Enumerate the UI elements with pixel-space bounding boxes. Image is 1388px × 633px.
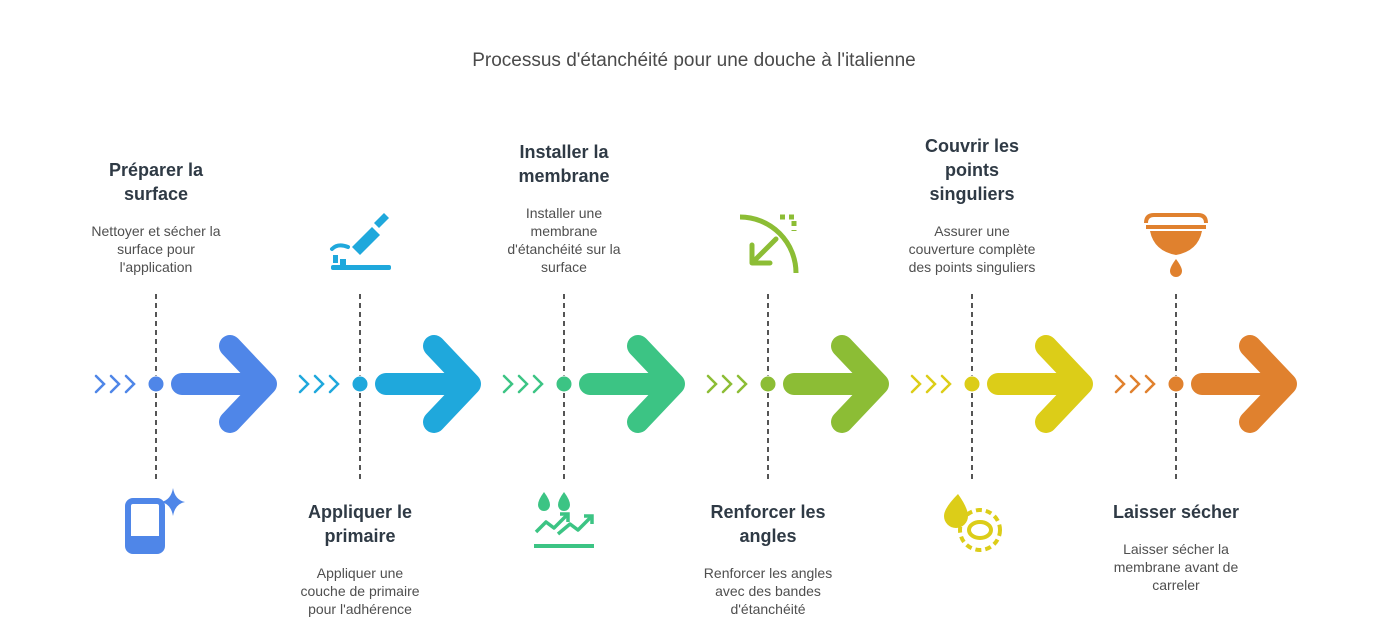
- step-description: Nettoyer et sécher la surface pour l'appli…: [91, 223, 220, 275]
- chevron-icon: [721, 374, 733, 394]
- step-title: Installer la membrane: [518, 142, 609, 186]
- step-description-line: des points singuliers: [909, 259, 1036, 275]
- chevron-icon: [298, 374, 310, 394]
- step-dot: [963, 375, 981, 393]
- chevron-icon: [1114, 374, 1126, 394]
- step-dot: [555, 375, 573, 393]
- step-title-line: primaire: [324, 526, 395, 546]
- step-title-line: Renforcer les: [710, 502, 825, 522]
- chevron-icon: [94, 374, 106, 394]
- glue-tube-icon: [330, 213, 391, 270]
- step-title: Préparer la surface: [109, 160, 204, 204]
- step-description-line: Installer une: [526, 205, 602, 221]
- chevron-icon: [910, 374, 922, 394]
- diagram-title: Processus d'étanchéité pour une douche à…: [472, 50, 916, 71]
- step-dot: [351, 375, 369, 393]
- step-description-line: membrane avant de: [1114, 559, 1239, 575]
- step-dot: [147, 375, 165, 393]
- step-title-line: Laisser sécher: [1113, 502, 1239, 522]
- step-title-line: Préparer la: [109, 160, 204, 180]
- chevron-icon: [706, 374, 718, 394]
- step-title-line: angles: [739, 526, 796, 546]
- step-description: Laisser sécher la membrane avant de carrel…: [1114, 541, 1239, 593]
- arrow-right-icon: [1191, 335, 1297, 433]
- arrow-right-icon: [375, 335, 481, 433]
- arrow-right-icon: [783, 335, 889, 433]
- chevron-icon: [532, 374, 544, 394]
- step-description-line: Appliquer une: [317, 565, 404, 581]
- step-title-line: Installer la: [519, 142, 609, 162]
- arrow-right-icon: [579, 335, 685, 433]
- step-title: Appliquer le primaire: [308, 502, 412, 546]
- step-title-line: membrane: [518, 166, 609, 186]
- step-description-line: Assurer une: [934, 223, 1010, 239]
- chevron-icon: [109, 374, 121, 394]
- chevron-icon: [313, 374, 325, 394]
- step-description: Renforcer les angles avec des bandes d'éta…: [704, 565, 832, 617]
- step-description-line: couverture complète: [909, 241, 1036, 257]
- step-title: Renforcer les angles: [710, 502, 825, 546]
- tablet-sparkle-icon: [125, 488, 185, 554]
- step-description-line: l'application: [120, 259, 193, 275]
- chevron-icon: [1129, 374, 1141, 394]
- step-description: Appliquer une couche de primaire pour l'ad…: [300, 565, 419, 617]
- dripping-bowl-icon: [1144, 213, 1208, 277]
- corner-arrow-icon: [739, 214, 799, 274]
- step-description-line: pour l'adhérence: [308, 601, 412, 617]
- step-dot: [1167, 375, 1185, 393]
- chevron-icon: [736, 374, 748, 394]
- step-title-line: Appliquer le: [308, 502, 412, 522]
- step-description-line: couche de primaire: [300, 583, 419, 599]
- step-description-line: membrane: [531, 223, 598, 239]
- arrow-right-icon: [171, 335, 277, 433]
- arrow-right-icon: [987, 335, 1093, 433]
- step-description-line: carreler: [1152, 577, 1200, 593]
- step-description-line: Nettoyer et sécher la: [91, 223, 220, 239]
- step-description-line: surface pour: [117, 241, 195, 257]
- step-description-line: Renforcer les angles: [704, 565, 832, 581]
- step-description-line: avec des bandes: [715, 583, 821, 599]
- chevron-icon: [517, 374, 529, 394]
- chevron-icon: [328, 374, 340, 394]
- step-title: Laisser sécher: [1113, 502, 1239, 522]
- step-title-line: surface: [124, 184, 188, 204]
- drop-ring-icon: [944, 494, 1002, 552]
- water-drops-trend-icon: [534, 492, 594, 548]
- step-description-line: surface: [541, 259, 587, 275]
- step-description-line: Laisser sécher la: [1123, 541, 1229, 557]
- chevron-icon: [940, 374, 952, 394]
- step-title-line: Couvrir les: [925, 136, 1019, 156]
- chevron-icon: [1144, 374, 1156, 394]
- step-dot: [759, 375, 777, 393]
- step-description-line: d'étanchéité sur la: [507, 241, 620, 257]
- step-title-line: singuliers: [929, 184, 1014, 204]
- step-description: Installer une membrane d'étanchéité sur la…: [507, 205, 620, 275]
- step-title-line: points: [945, 160, 999, 180]
- chevron-icon: [502, 374, 514, 394]
- step-description: Assurer une couverture complète des points…: [909, 223, 1036, 275]
- step-description-line: d'étanchéité: [730, 601, 805, 617]
- chevron-icon: [925, 374, 937, 394]
- step-title: Couvrir les points singuliers: [925, 136, 1019, 204]
- chevron-icon: [124, 374, 136, 394]
